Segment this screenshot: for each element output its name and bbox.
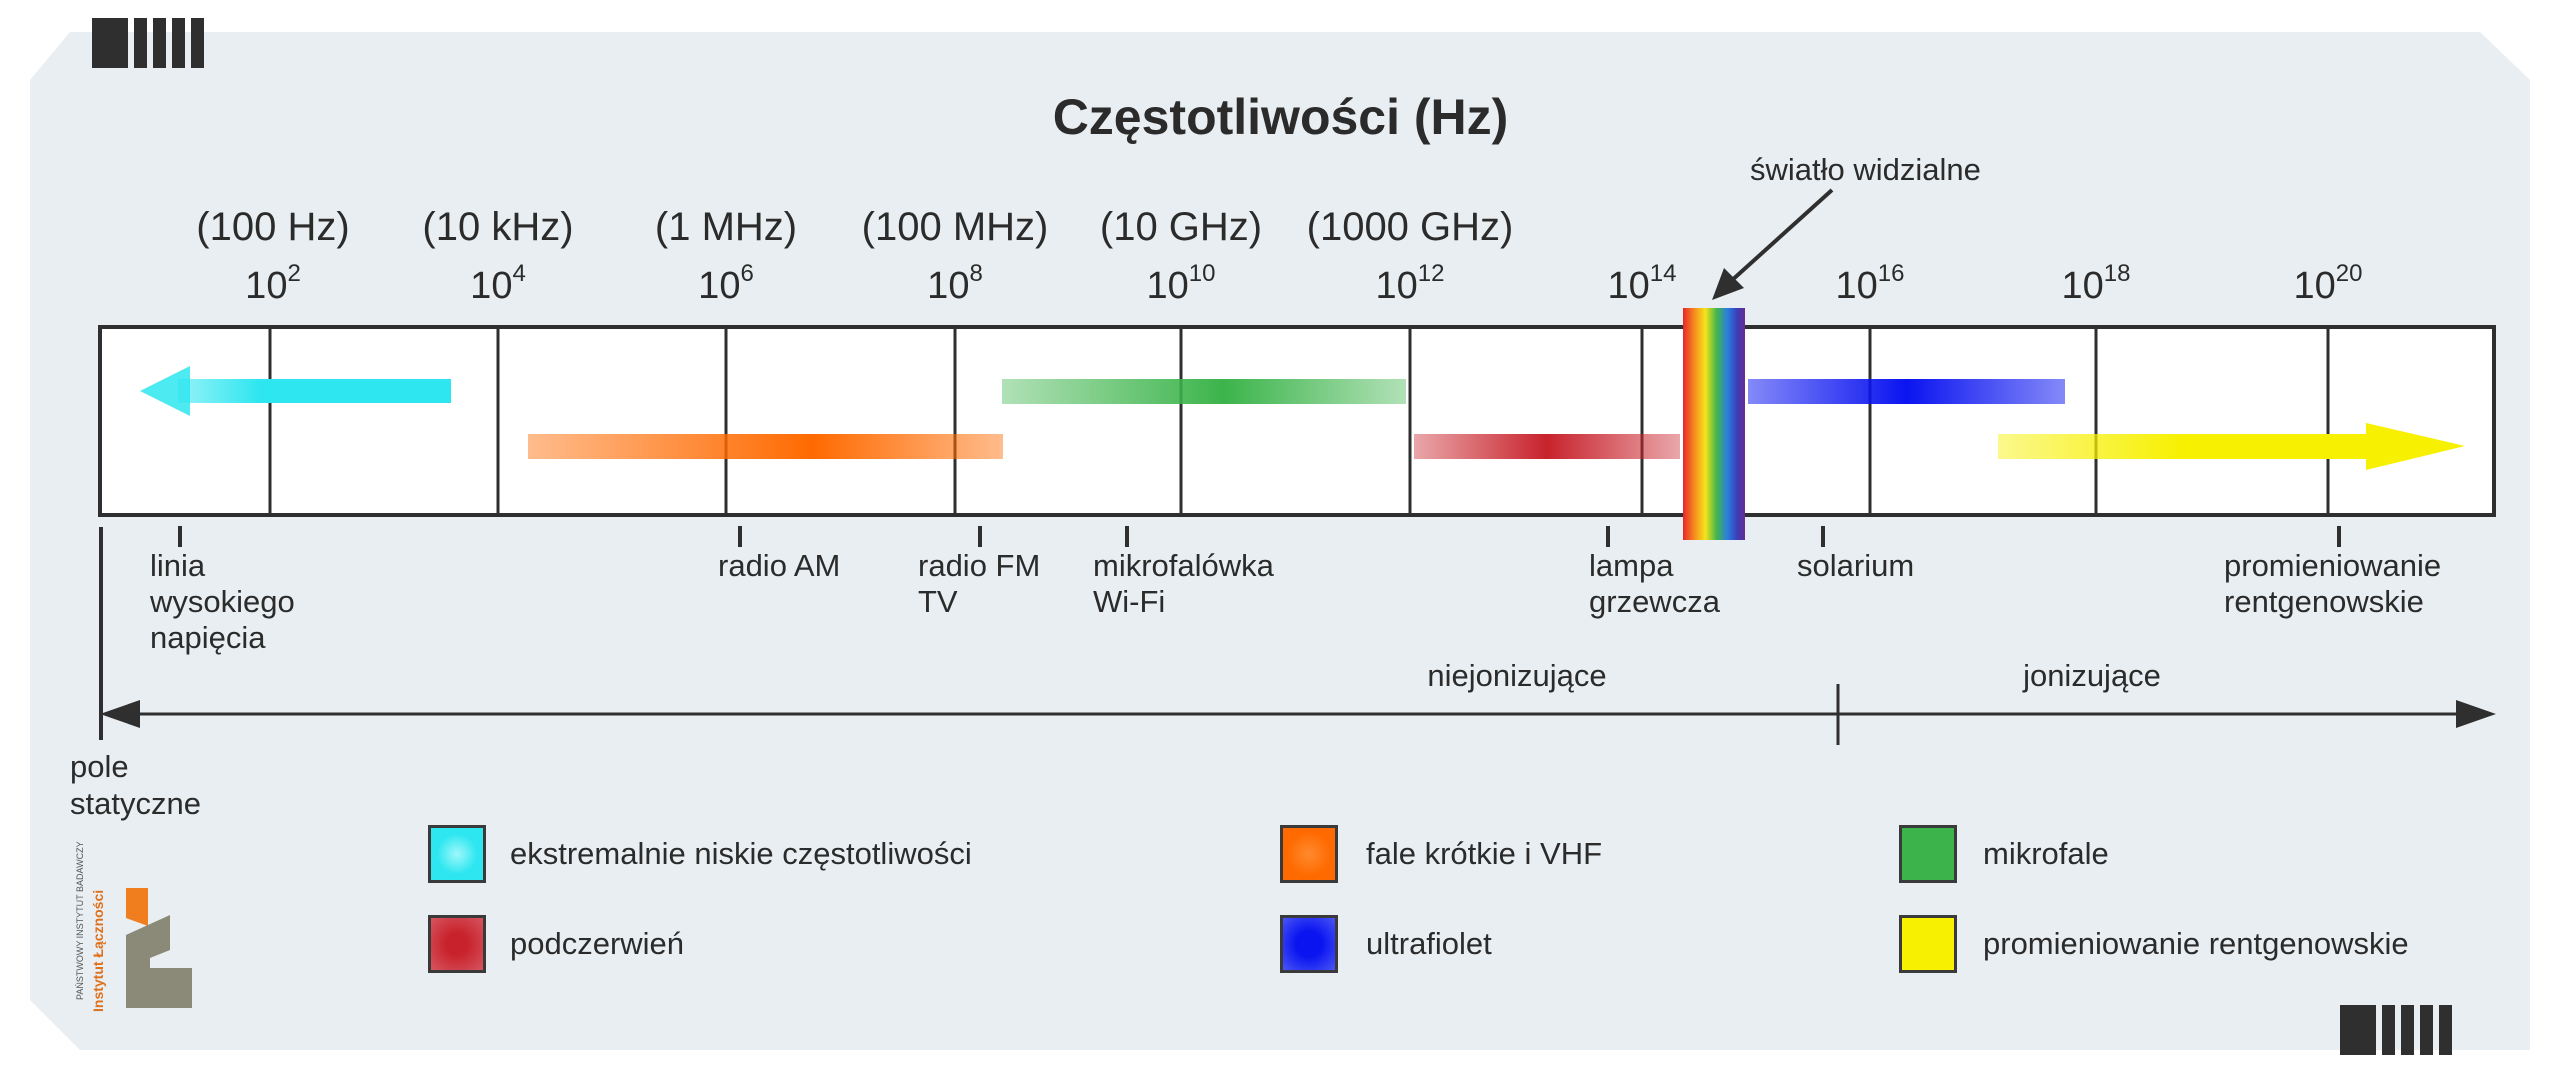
band-microwave bbox=[1002, 379, 1406, 404]
legend-swatch-xray bbox=[1899, 915, 1957, 973]
exponent-label: 102 bbox=[245, 260, 301, 307]
logo-small-text: PAŃSTWOWY INSTYTUT BADAWCZY bbox=[75, 841, 85, 1000]
ionizing-label: jonizujące bbox=[2023, 658, 2161, 693]
visible-light-pointer bbox=[1712, 188, 1834, 300]
legend-label: mikrofale bbox=[1983, 836, 2109, 871]
band-ultraviolet bbox=[1748, 379, 2065, 404]
hz-label: (1000 GHz) bbox=[1306, 205, 1514, 249]
exponent-label: 108 bbox=[927, 260, 983, 307]
hz-label: (100 Hz) bbox=[196, 205, 350, 249]
decorative-bars-top bbox=[92, 18, 222, 68]
ionization-axis bbox=[100, 684, 2496, 745]
exponent-label: 1010 bbox=[1146, 260, 1216, 307]
legend-label: promieniowanie rentgenowskie bbox=[1983, 926, 2409, 961]
visible-light-label: światło widzialne bbox=[1750, 152, 1981, 187]
non-ionizing-label: niejonizujące bbox=[1427, 658, 1607, 693]
legend-label: ultrafiolet bbox=[1366, 926, 1492, 961]
legend-swatch-infrared bbox=[428, 915, 486, 973]
exponent-label: 106 bbox=[698, 260, 754, 307]
exponent-label: 1018 bbox=[2061, 260, 2131, 307]
band-infrared bbox=[1414, 434, 1680, 459]
source-label-radio-am: radio AM bbox=[718, 548, 841, 583]
hz-label: (10 GHz) bbox=[1099, 205, 1263, 249]
exponent-label: 104 bbox=[470, 260, 526, 307]
logo-name: Instytut Łączności bbox=[90, 889, 106, 1012]
decorative-bars-bottom bbox=[2340, 1005, 2470, 1055]
source-label-solarium: solarium bbox=[1797, 548, 1915, 583]
hz-label: (100 MHz) bbox=[861, 205, 1049, 249]
legend-label: ekstremalnie niskie częstotliwości bbox=[510, 836, 972, 871]
band-elf bbox=[140, 366, 451, 416]
legend-label: podczerwień bbox=[510, 926, 685, 961]
hz-label: (10 kHz) bbox=[422, 205, 574, 249]
band-shortwave-vhf bbox=[528, 434, 1003, 459]
legend-swatch-ultraviolet bbox=[1280, 915, 1338, 973]
visible-light-band bbox=[1683, 308, 1745, 540]
institute-logo bbox=[126, 888, 192, 1008]
band-xray bbox=[1998, 423, 2465, 470]
legend-label: fale krótkie i VHF bbox=[1366, 836, 1603, 871]
exponent-label: 1016 bbox=[1835, 260, 1905, 307]
legend-swatch-microwave bbox=[1899, 825, 1957, 883]
exponent-label: 1012 bbox=[1375, 260, 1445, 307]
legend-swatch-shortwave bbox=[1280, 825, 1338, 883]
legend-swatch-elf bbox=[428, 825, 486, 883]
page-title: Częstotliwości (Hz) bbox=[1052, 89, 1509, 145]
hz-label: (1 MHz) bbox=[654, 205, 798, 249]
exponent-label: 1020 bbox=[2293, 260, 2363, 307]
exponent-label: 1014 bbox=[1607, 260, 1677, 307]
